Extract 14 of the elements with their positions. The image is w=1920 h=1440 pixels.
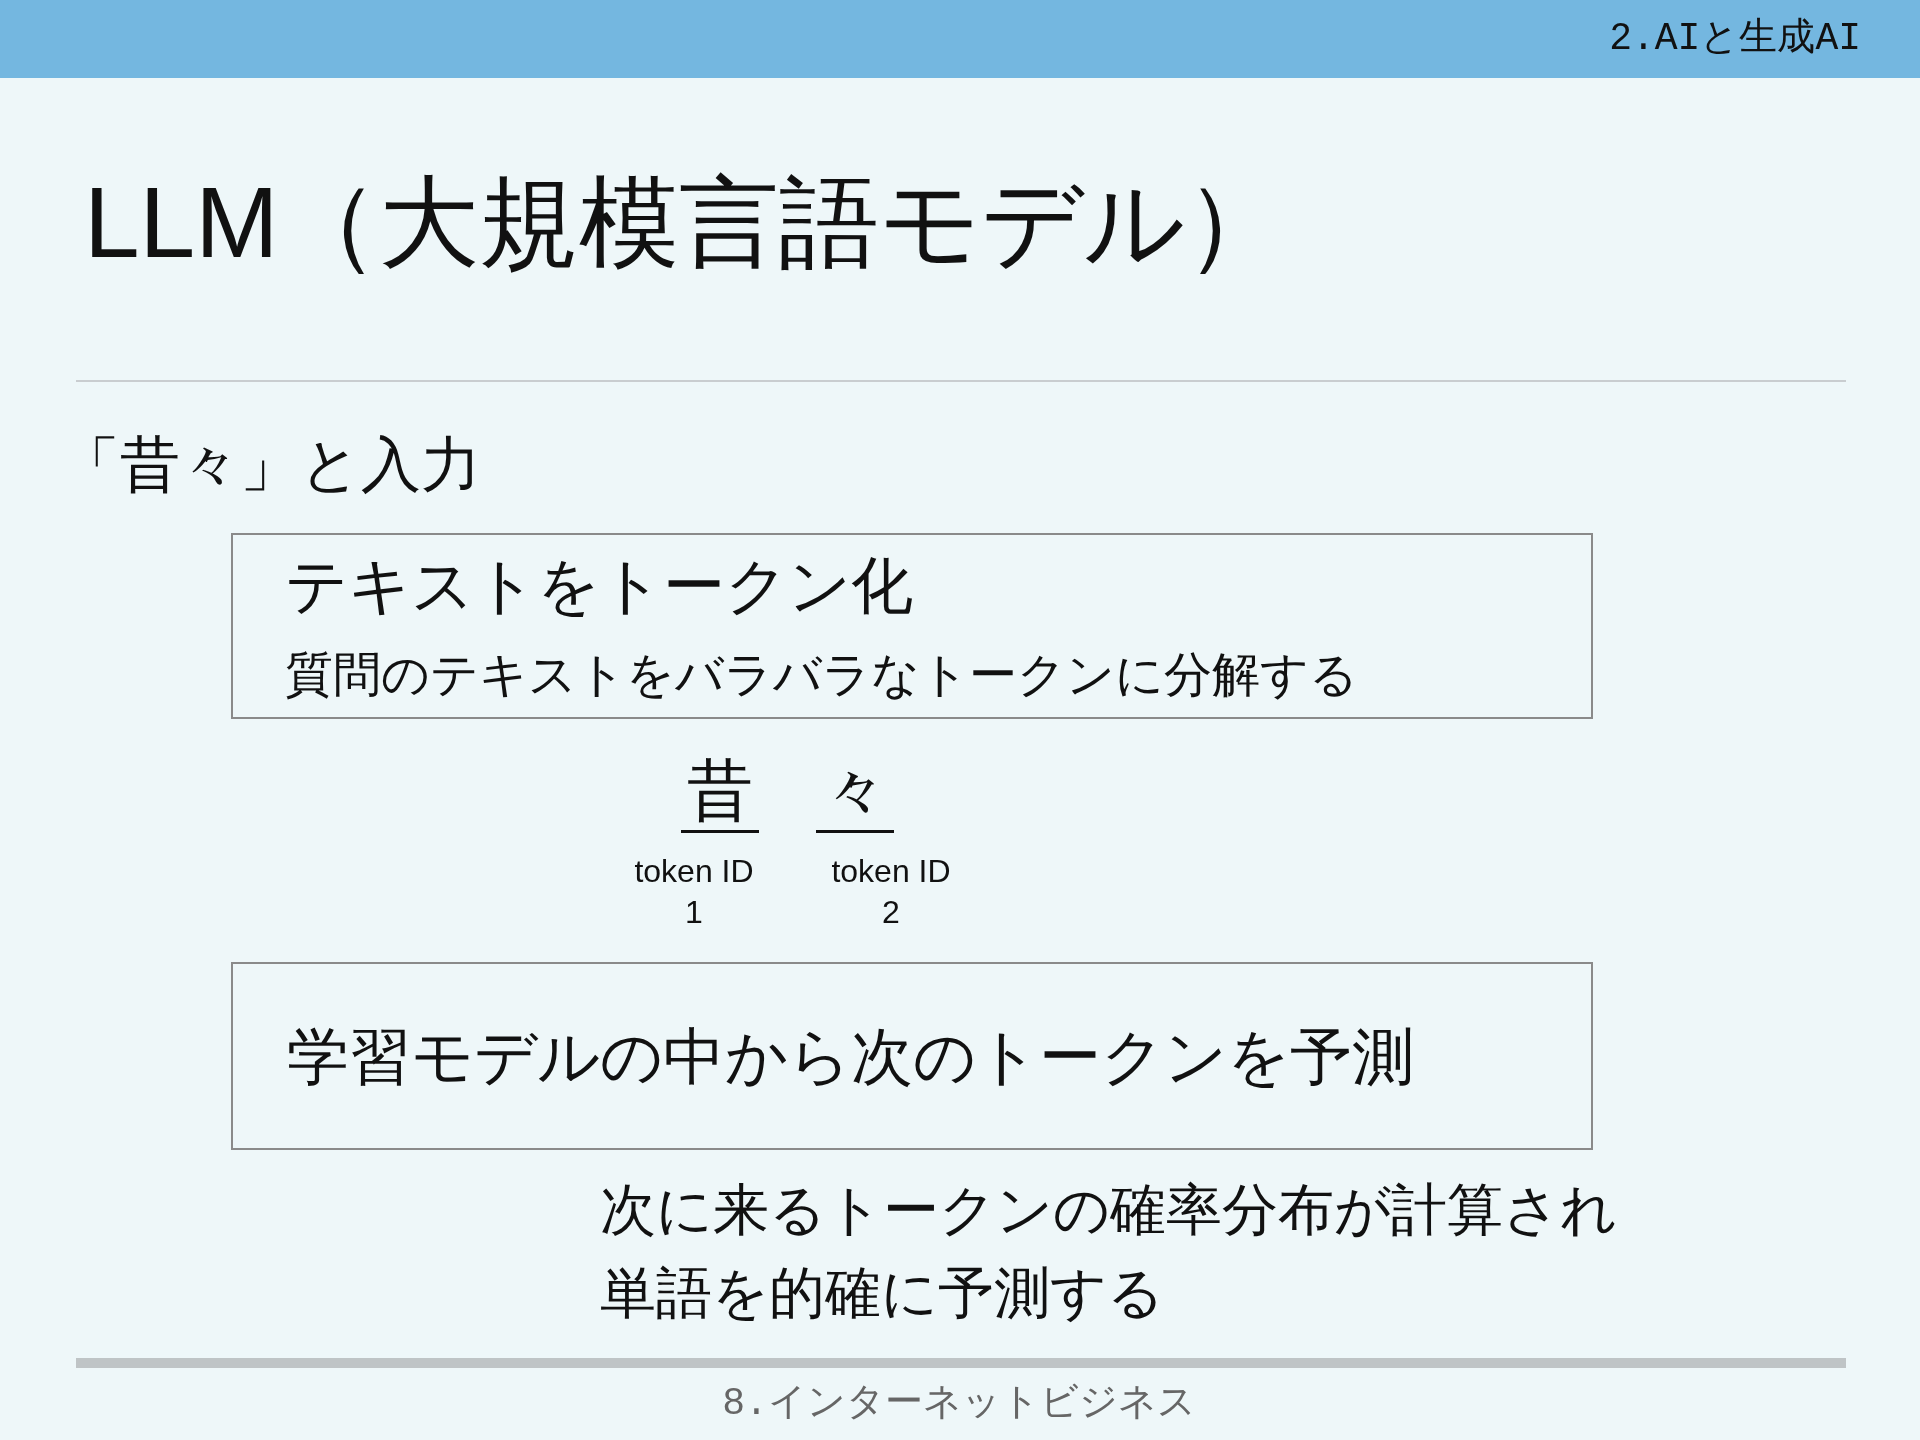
footer-text: 8.インターネットビジネス — [722, 1381, 1196, 1427]
section-label: 2.AIと生成AI — [1609, 16, 1861, 62]
input-instruction: 「昔々」と入力 — [60, 428, 481, 500]
token-id-label: token ID 1 — [633, 852, 755, 932]
process-box — [231, 533, 1593, 719]
box-heading: 学習モデルの中から次のトークンを予測 — [287, 1019, 1414, 1095]
box-text: 質問のテキストをバラバラなトークンに分解する — [285, 645, 1358, 703]
process-box — [231, 962, 1593, 1150]
token-char: 昔 — [681, 752, 759, 833]
token-char: 々 — [816, 752, 894, 833]
token-id-label: token ID 2 — [830, 852, 952, 932]
slide-title: LLM（大規模言語モデル） — [84, 165, 1285, 280]
box-heading: テキストをトークン化 — [285, 549, 913, 623]
note-text: 次に来るトークンの確率分布が計算され単語を的確に予測する — [600, 1176, 1618, 1327]
